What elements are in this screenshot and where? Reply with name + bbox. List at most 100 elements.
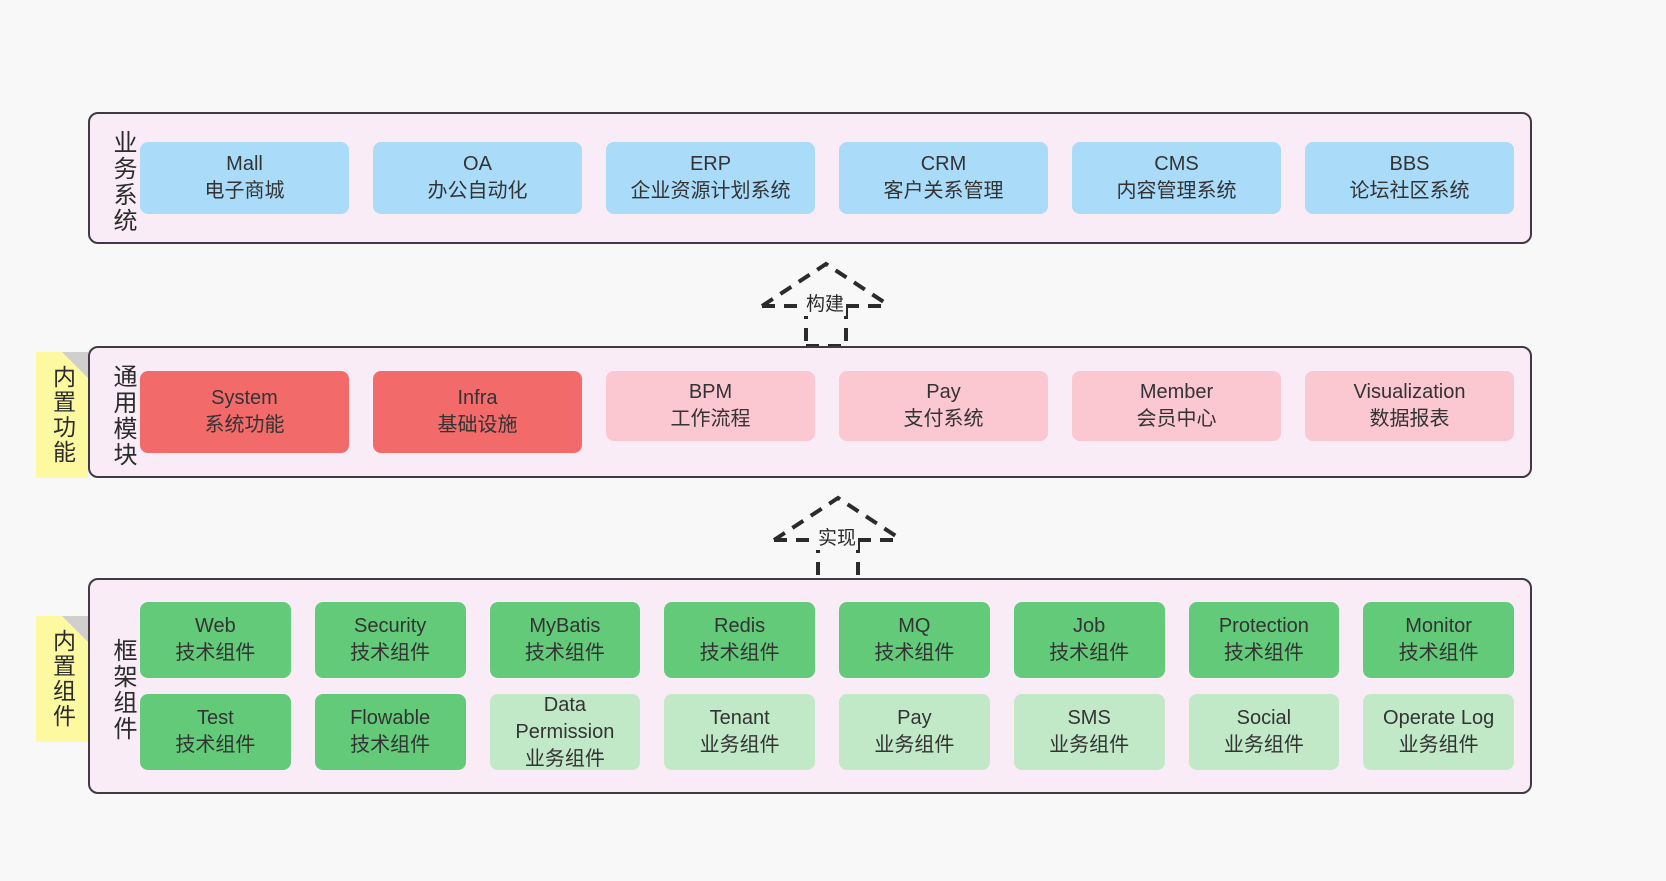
node-title: Operate Log [1383, 707, 1495, 729]
node-row: Mall 电子商城 OA 办公自动化 ERP 企业资源计划系统 CRM 客户关系… [140, 142, 1514, 214]
node-title: Tenant [709, 707, 770, 729]
node-subtitle: 系统功能 [204, 414, 285, 436]
node-data-permission[interactable]: Data Permission 业务组件 [489, 693, 641, 770]
node-cms[interactable]: CMS 内容管理系统 [1072, 142, 1281, 214]
node-title: Job [1073, 615, 1106, 637]
node-subtitle: 业务组件 [524, 747, 605, 770]
node-row: Web 技术组件 Security 技术组件 MyBatis 技术组件 Redi… [140, 602, 1514, 678]
node-test[interactable]: Test 技术组件 [140, 694, 291, 770]
node-title: Social [1236, 707, 1292, 729]
node-title: MQ [898, 615, 931, 637]
node-title: BBS [1389, 153, 1430, 175]
node-title: Flowable [350, 707, 431, 729]
layer-framework-component: 框架组件 Web 技术组件 Security 技术组件 MyBatis 技术组件… [88, 578, 1532, 794]
node-mall[interactable]: Mall 电子商城 [140, 142, 349, 214]
connector-build: 构建 [758, 258, 898, 348]
node-subtitle: 技术组件 [350, 734, 431, 756]
node-infra[interactable]: Infra 基础设施 [373, 371, 582, 453]
node-mq[interactable]: MQ 技术组件 [839, 602, 990, 678]
node-row: Test 技术组件 Flowable 技术组件 Data Permission … [140, 694, 1514, 770]
node-pay[interactable]: Pay 支付系统 [839, 371, 1048, 441]
layer-business-system: 业务系统 Mall 电子商城 OA 办公自动化 ERP 企业资源计划系统 CRM… [88, 112, 1532, 244]
node-subtitle: 业务组件 [1049, 734, 1130, 756]
node-row: System 系统功能 Infra 基础设施 BPM 工作流程 Pay 支付系统… [140, 371, 1514, 453]
node-social[interactable]: Social 业务组件 [1188, 694, 1340, 770]
node-subtitle: 业务组件 [874, 734, 955, 756]
node-subtitle: 基础设施 [437, 414, 518, 436]
node-subtitle: 业务组件 [1398, 734, 1479, 756]
node-bbs[interactable]: BBS 论坛社区系统 [1305, 142, 1514, 214]
node-flowable[interactable]: Flowable 技术组件 [314, 694, 466, 770]
node-security[interactable]: Security 技术组件 [314, 602, 466, 678]
note-builtin-component: 内置组件 [36, 616, 88, 742]
node-pay-component[interactable]: Pay 业务组件 [839, 694, 990, 770]
node-web[interactable]: Web 技术组件 [140, 602, 291, 678]
node-subtitle: 客户关系管理 [883, 180, 1004, 202]
node-title: Mall [226, 153, 263, 175]
node-title: Data Permission [515, 693, 615, 743]
node-title: CRM [920, 153, 967, 175]
node-sms[interactable]: SMS 业务组件 [1013, 694, 1165, 770]
layer-title-common-module: 通用模块 [109, 364, 136, 468]
node-subtitle: 技术组件 [1223, 642, 1304, 664]
node-subtitle: 业务组件 [1223, 734, 1304, 756]
node-protection[interactable]: Protection 技术组件 [1188, 602, 1340, 678]
node-erp[interactable]: ERP 企业资源计划系统 [606, 142, 815, 214]
node-tenant[interactable]: Tenant 业务组件 [664, 694, 815, 770]
node-member[interactable]: Member 会员中心 [1072, 371, 1281, 441]
node-title: ERP [689, 153, 732, 175]
connector-label-implement: 实现 [816, 528, 859, 550]
layer-body-business-system: Mall 电子商城 OA 办公自动化 ERP 企业资源计划系统 CRM 客户关系… [136, 114, 1530, 242]
node-crm[interactable]: CRM 客户关系管理 [839, 142, 1048, 214]
node-bpm[interactable]: BPM 工作流程 [606, 371, 815, 441]
node-subtitle: 电子商城 [204, 180, 285, 202]
connector-label-build: 构建 [804, 294, 847, 316]
node-subtitle: 内容管理系统 [1116, 180, 1237, 202]
node-title: Pay [897, 707, 932, 729]
node-title: Protection [1218, 615, 1309, 637]
node-subtitle: 技术组件 [175, 734, 256, 756]
node-title: Test [197, 707, 234, 729]
node-redis[interactable]: Redis 技术组件 [664, 602, 815, 678]
node-subtitle: 业务组件 [699, 734, 780, 756]
layer-title-framework-component: 框架组件 [109, 638, 136, 742]
node-title: OA [463, 153, 492, 175]
node-title: Security [354, 615, 427, 637]
node-subtitle: 办公自动化 [427, 180, 528, 202]
node-system[interactable]: System 系统功能 [140, 371, 349, 453]
node-subtitle: 支付系统 [903, 408, 984, 430]
layer-body-common-module: System 系统功能 Infra 基础设施 BPM 工作流程 Pay 支付系统… [136, 348, 1530, 476]
node-title: CMS [1154, 153, 1199, 175]
node-mybatis[interactable]: MyBatis 技术组件 [489, 602, 641, 678]
node-title: Monitor [1405, 615, 1472, 637]
node-subtitle: 技术组件 [1398, 642, 1479, 664]
node-subtitle: 论坛社区系统 [1349, 180, 1470, 202]
node-subtitle: 技术组件 [524, 642, 605, 664]
node-title: Member [1139, 381, 1214, 403]
node-title: Redis [714, 615, 766, 637]
note-builtin-feature: 内置功能 [36, 352, 88, 478]
node-subtitle: 企业资源计划系统 [630, 180, 791, 202]
node-title: MyBatis [529, 615, 601, 637]
node-title: System [211, 387, 278, 409]
node-operate-log[interactable]: Operate Log 业务组件 [1363, 694, 1514, 770]
node-subtitle: 技术组件 [350, 642, 431, 664]
connector-implement: 实现 [770, 492, 910, 582]
node-job[interactable]: Job 技术组件 [1013, 602, 1165, 678]
node-title: Visualization [1353, 381, 1466, 403]
node-subtitle: 会员中心 [1136, 408, 1217, 430]
node-title: Web [194, 615, 236, 637]
node-subtitle: 工作流程 [670, 408, 751, 430]
node-subtitle: 技术组件 [699, 642, 780, 664]
node-visualization[interactable]: Visualization 数据报表 [1305, 371, 1514, 441]
node-title: SMS [1067, 707, 1111, 729]
layer-body-framework-component: Web 技术组件 Security 技术组件 MyBatis 技术组件 Redi… [136, 580, 1530, 792]
node-title: BPM [688, 381, 733, 403]
node-oa[interactable]: OA 办公自动化 [373, 142, 582, 214]
node-title: Pay [926, 381, 961, 403]
layer-title-business-system: 业务系统 [109, 130, 136, 234]
node-subtitle: 技术组件 [874, 642, 955, 664]
node-monitor[interactable]: Monitor 技术组件 [1363, 602, 1514, 678]
node-subtitle: 技术组件 [175, 642, 256, 664]
